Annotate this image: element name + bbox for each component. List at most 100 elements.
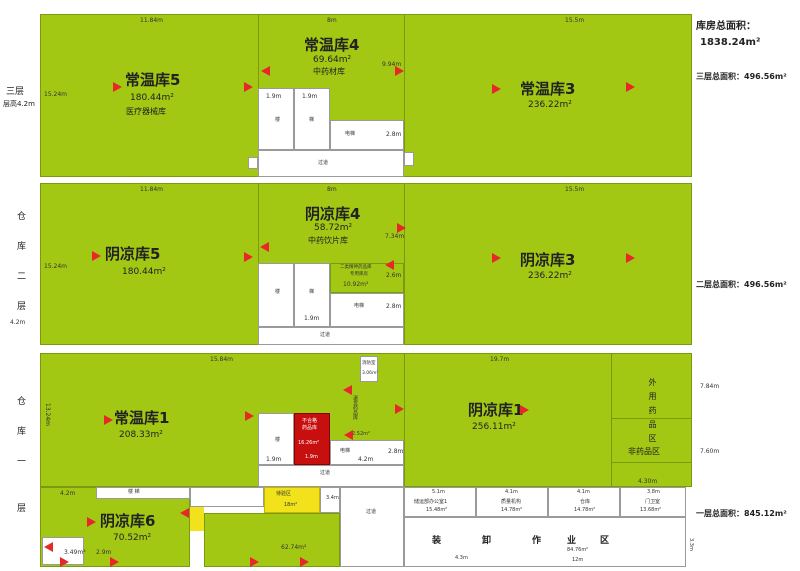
- floor2-side-height: 4.2m: [10, 319, 26, 326]
- floor1-unload-area: 84.76m²: [567, 547, 589, 553]
- floor3-room5-name: 常温库5: [125, 71, 181, 89]
- floor1-office3-area: 14.78m²: [574, 507, 596, 513]
- floor1-corridor-lower: [340, 487, 404, 567]
- floor1-return-room-name: 退货药品库: [352, 395, 358, 420]
- floor2-dim-top-mid: 8m: [327, 186, 337, 193]
- floor1-small-room-name: 消防室: [362, 361, 376, 366]
- floor3-dim-mid-right: 9.94m: [382, 61, 402, 68]
- total-area-title: 库房总面积：: [696, 21, 756, 32]
- floor1-reception-area: 18m²: [284, 502, 298, 508]
- door-arrow-icon: [180, 508, 189, 518]
- floor3-stair-w1: 1.9m: [266, 93, 282, 100]
- floor1-lower-stairs: [96, 487, 190, 499]
- floor3-stair-left: [258, 88, 294, 150]
- total-area-value: 1838.24m²: [700, 37, 761, 48]
- door-arrow-icon: [87, 517, 96, 527]
- floor2-room3-area: 236.22m²: [528, 271, 572, 281]
- floor3-corridor: [258, 150, 404, 177]
- floor1-dim-right1: 7.84m: [700, 383, 720, 390]
- floor1-stair-label: 楼: [275, 437, 281, 443]
- floor2-stair-w: 1.9m: [304, 315, 320, 322]
- floor1-unload-w1: 4.3m: [455, 555, 468, 561]
- floor1-office1-name: 储运部办公室1: [414, 499, 448, 505]
- floor2-total-area: 二层总面积：496.56m²: [696, 280, 787, 289]
- floor1-office2: [476, 487, 548, 517]
- door-arrow-icon: [626, 253, 635, 263]
- floor3-room3-name: 常温库3: [520, 80, 576, 98]
- floor1-unqualified-area: 16.26m²: [298, 440, 320, 446]
- floor2-side-2: 库: [17, 242, 27, 252]
- floor1-side-1: 仓: [17, 397, 27, 407]
- floor3-corridor-notch: [248, 157, 258, 169]
- floor2-side-4: 层: [17, 302, 27, 312]
- floor3-room4-area: 69.64m²: [313, 55, 352, 65]
- floor1-office4-dim: 3.8m: [647, 489, 660, 495]
- floor1-chinese-drug: 非药品区: [628, 447, 660, 456]
- floor1-unqualified-w: 1.9m: [305, 454, 318, 460]
- floor3-dim-top-left: 11.84m: [140, 17, 164, 24]
- floor1-unload-3: 作: [532, 536, 542, 546]
- floor1-elevator-w2: 2.8m: [388, 448, 404, 455]
- door-arrow-icon: [395, 66, 404, 76]
- floor2-room4-name: 阴凉库4: [305, 205, 361, 223]
- floor3-corridor-notch-right: [404, 152, 414, 166]
- floor1-unqualified-name: 不合格: [302, 418, 318, 424]
- floor2-room3-name: 阴凉库3: [520, 251, 576, 269]
- floor2-dim-mid-right: 7.34m: [385, 233, 405, 240]
- floor1-small-room-area: 3.06m²: [362, 371, 379, 376]
- floor1-unload-h: 3.3m: [688, 538, 694, 551]
- floor3-room3-area: 236.22m²: [528, 100, 572, 110]
- floor1-total-area: 一层总面积：845.12m²: [696, 509, 787, 518]
- floor2-stair-label1: 楼: [275, 289, 281, 295]
- floor2-stair-left: [258, 263, 294, 327]
- floor1-corridor: [258, 465, 404, 487]
- floor1-stair-left: [258, 413, 294, 465]
- floor3-side-label: 三层: [6, 87, 25, 97]
- floor1-room6-name: 阴凉库6: [100, 512, 156, 530]
- floor2-special-area: 10.92m²: [343, 281, 369, 288]
- floor1-lower-stub: [320, 487, 340, 513]
- door-arrow-icon: [492, 253, 501, 263]
- floor1-room1-cool-area: 256.11m²: [472, 422, 516, 432]
- floor1-room1-normal-name: 常温库1: [114, 409, 170, 427]
- floor1-room6-w: 4.2m: [60, 490, 76, 497]
- floor1-elevator-w1: 4.2m: [358, 456, 374, 463]
- floor3-stair-right: [294, 88, 330, 150]
- door-arrow-icon: [244, 252, 253, 262]
- floor1-unload-zone: [404, 517, 686, 567]
- floor1-lower-dim2: 3.4m: [326, 495, 339, 501]
- floor1-lower-stairs-label: 楼 梯: [128, 489, 140, 495]
- floor1-dim-right2: 7.60m: [700, 448, 720, 455]
- floor1-reception: [264, 487, 320, 513]
- floor1-unload-2: 卸: [482, 536, 492, 546]
- floor2-side-1: 仓: [17, 212, 27, 222]
- floor1-side-4: 层: [17, 504, 27, 514]
- door-arrow-icon: [300, 557, 309, 567]
- door-arrow-icon: [385, 260, 394, 270]
- floor3-elevator: [330, 120, 404, 150]
- floor1-office3-dim: 4.1m: [577, 489, 590, 495]
- floor1-unload-w2: 12m: [572, 557, 584, 563]
- floor2-special-name: 二类精神药品库: [340, 265, 372, 270]
- floor1-room1-normal-area: 208.33m²: [119, 430, 163, 440]
- floor2-dim-top-left: 11.84m: [140, 186, 164, 193]
- floor1-small-room: [360, 356, 378, 382]
- floor1-corridor2-label: 过道: [366, 509, 377, 515]
- floor3-dim-top-mid: 8m: [327, 17, 337, 24]
- floor2-dim-top-right: 15.5m: [565, 186, 585, 193]
- floor2-corridor-label: 过道: [320, 332, 331, 338]
- floor1-reception-label: 待验区: [276, 491, 292, 497]
- floor1-elevator: [330, 440, 404, 465]
- floor3-room5-area: 180.44m²: [130, 93, 174, 103]
- floor3-room4-name: 常温库4: [304, 36, 360, 54]
- floor1-unqualified-room: [294, 413, 330, 465]
- floor1-lower-hall: [204, 513, 340, 567]
- floor1-unqualified-name2: 药品库: [302, 425, 318, 431]
- door-arrow-icon: [492, 84, 501, 94]
- floor1-room6-area: 70.52m²: [113, 533, 152, 543]
- door-arrow-icon: [261, 66, 270, 76]
- floor1-office3-name: 仓库: [580, 499, 591, 505]
- door-arrow-icon: [397, 223, 406, 233]
- floor1-yellow-small: [190, 507, 204, 531]
- door-arrow-icon: [250, 557, 259, 567]
